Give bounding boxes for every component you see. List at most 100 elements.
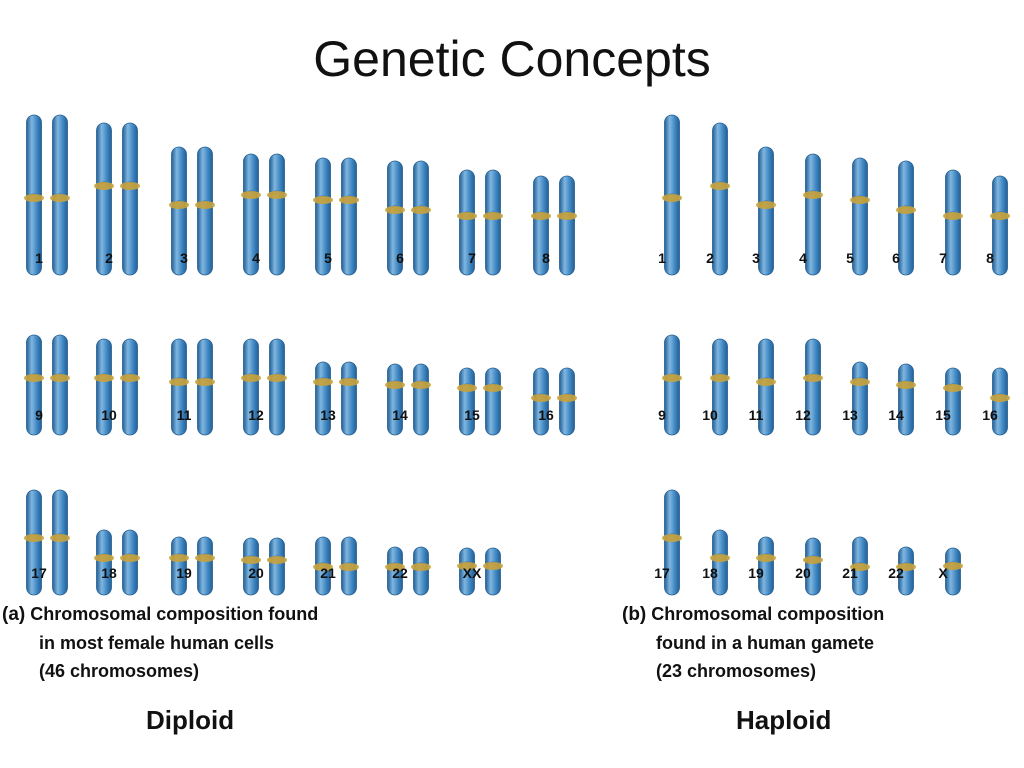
diploid-chromosome-6-a	[385, 160, 405, 276]
haploid-chromosome-4	[803, 153, 823, 276]
diploid-chromosome-label-20: 20	[248, 565, 264, 581]
diploid-chromosome-label-17: 17	[31, 565, 47, 581]
centromere-band	[339, 196, 359, 204]
haploid-caption: (b) Chromosomal composition found in a h…	[622, 600, 884, 685]
centromere-band	[457, 562, 477, 570]
haploid-chromosome-label-1: 1	[658, 250, 666, 266]
diploid-chromosome-12-b	[267, 338, 287, 436]
centromere-band	[267, 191, 287, 199]
diploid-chromosome-14-a	[385, 363, 405, 436]
centromere-band	[531, 394, 551, 402]
centromere-band	[850, 196, 870, 204]
diploid-chromosome-15-b	[483, 367, 503, 436]
diploid-label: Diploid	[146, 705, 235, 735]
diploid-chromosome-XX-b	[483, 547, 503, 596]
diploid-chromosome-22-b	[411, 546, 431, 596]
haploid-chromosome-18	[710, 529, 730, 596]
diploid-chromosome-9-b	[50, 334, 70, 436]
diploid-chromosome-3-a	[169, 146, 189, 276]
centromere-band	[411, 381, 431, 389]
haploid-chromosome-10	[710, 338, 730, 436]
centromere-band	[411, 563, 431, 571]
centromere-band	[94, 374, 114, 382]
centromere-band	[385, 381, 405, 389]
diploid-chromosome-22-a	[385, 546, 405, 596]
centromere-band	[662, 534, 682, 542]
centromere-band	[756, 378, 776, 386]
haploid-chromosome-9	[662, 334, 682, 436]
diploid-chromosome-2-b	[120, 122, 140, 276]
centromere-band	[94, 182, 114, 190]
haploid-chromosome-1	[662, 114, 682, 276]
diploid-chromosome-label-1: 1	[35, 250, 43, 266]
diploid-chromosome-17-a	[24, 489, 44, 596]
diploid-caption-line1: Chromosomal composition found	[30, 604, 319, 624]
diploid-chromosome-7-a	[457, 169, 477, 276]
diploid-chromosome-19-b	[195, 536, 215, 596]
haploid-chromosome-16	[990, 367, 1010, 436]
haploid-chromosome-12	[803, 338, 823, 436]
centromere-band	[313, 563, 333, 571]
diploid-chromosome-label-3: 3	[180, 250, 188, 266]
centromere-band	[50, 194, 70, 202]
diploid-chromosome-XX-a	[457, 547, 477, 596]
diploid-chromosome-3-b	[195, 146, 215, 276]
haploid-chromosome-label-18: 18	[702, 565, 718, 581]
haploid-chromosome-5	[850, 157, 870, 276]
haploid-chromosome-X	[943, 547, 963, 596]
diploid-chromosome-7-b	[483, 169, 503, 276]
centromere-band	[169, 201, 189, 209]
diploid-chromosome-2-a	[94, 122, 114, 276]
centromere-band	[195, 201, 215, 209]
centromere-band	[313, 196, 333, 204]
centromere-band	[531, 212, 551, 220]
haploid-caption-line1: Chromosomal composition	[651, 604, 885, 624]
haploid-chromosome-17	[662, 489, 682, 596]
diploid-chromosome-10-a	[94, 338, 114, 436]
haploid-chromosome-label-15: 15	[935, 407, 951, 423]
haploid-chromosome-20	[803, 537, 823, 596]
centromere-band	[896, 563, 916, 571]
diploid-chromosome-1-b	[50, 114, 70, 276]
page-title: Genetic Concepts	[313, 31, 711, 87]
centromere-band	[756, 554, 776, 562]
diploid-chromosome-label-13: 13	[320, 407, 336, 423]
haploid-chromosome-label-21: 21	[842, 565, 858, 581]
centromere-band	[24, 374, 44, 382]
diploid-chromosome-label-XX: XX	[463, 565, 482, 581]
diploid-chromosome-label-21: 21	[320, 565, 336, 581]
centromere-band	[195, 378, 215, 386]
diploid-chromosome-label-8: 8	[542, 250, 550, 266]
centromere-band	[896, 381, 916, 389]
centromere-band	[457, 212, 477, 220]
diploid-chromosome-11-a	[169, 338, 189, 436]
diploid-chromosome-20-a	[241, 537, 261, 596]
centromere-band	[990, 212, 1010, 220]
diploid-chromosome-11-b	[195, 338, 215, 436]
haploid-chromosome-label-5: 5	[846, 250, 854, 266]
centromere-band	[241, 374, 261, 382]
haploid-chromosome-label-10: 10	[702, 407, 718, 423]
centromere-band	[990, 394, 1010, 402]
centromere-band	[483, 212, 503, 220]
haploid-chromosome-label-2: 2	[706, 250, 714, 266]
centromere-band	[339, 378, 359, 386]
haploid-chromosome-label-4: 4	[799, 250, 807, 266]
haploid-caption-tag: (b)	[622, 604, 647, 625]
diploid-chromosome-1-a	[24, 114, 44, 276]
haploid-chromosome-label-9: 9	[658, 407, 666, 423]
centromere-band	[756, 201, 776, 209]
diploid-chromosome-9-a	[24, 334, 44, 436]
centromere-band	[483, 384, 503, 392]
diploid-chromosome-18-b	[120, 529, 140, 596]
haploid-caption-line2: found in a human gamete	[656, 633, 875, 653]
diploid-chromosome-label-18: 18	[101, 565, 117, 581]
haploid-chromosome-21	[850, 536, 870, 596]
centromere-band	[710, 374, 730, 382]
centromere-band	[662, 374, 682, 382]
centromere-band	[457, 384, 477, 392]
diploid-chromosome-5-a	[313, 157, 333, 276]
centromere-band	[195, 554, 215, 562]
haploid-chromosome-label-X: X	[938, 565, 948, 581]
centromere-band	[803, 374, 823, 382]
